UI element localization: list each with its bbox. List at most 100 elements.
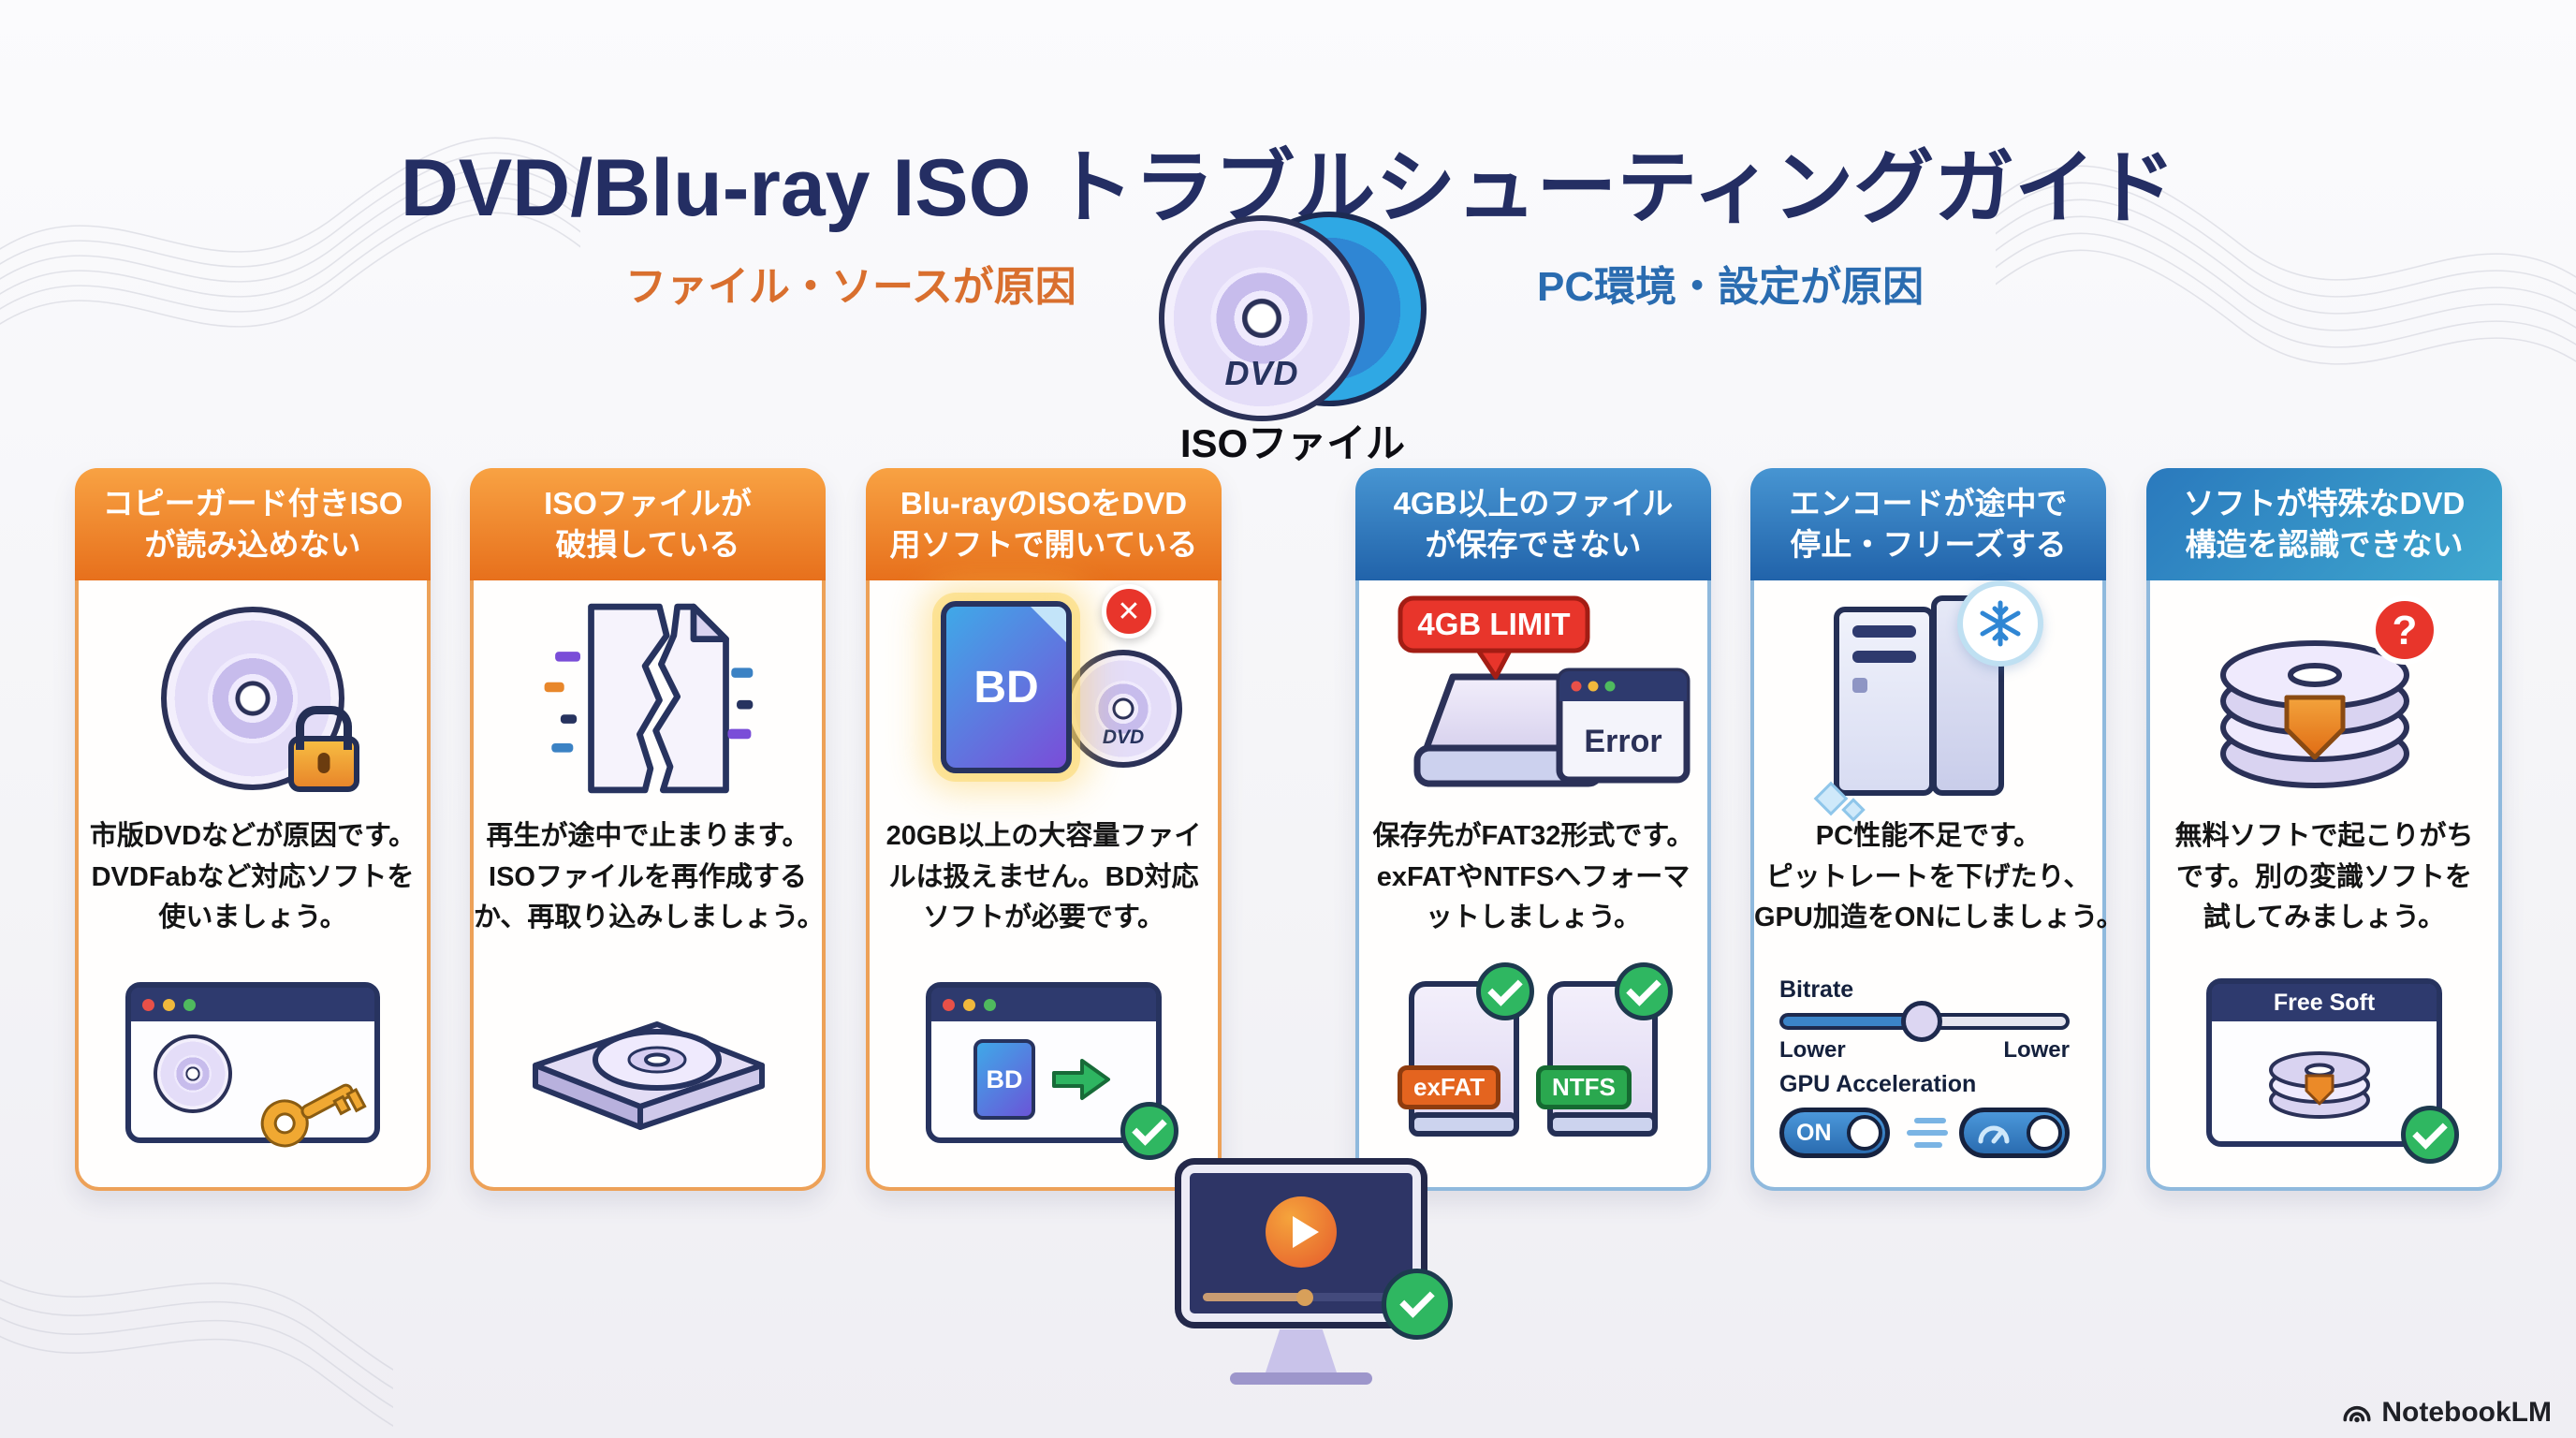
free-soft-title: Free Soft <box>2273 989 2376 1016</box>
drive-strip <box>1547 1112 1658 1137</box>
dvd-disc-label: DVD <box>1224 354 1299 392</box>
free-soft-window-icon: Free Soft <box>2150 939 2498 1188</box>
exfat-badge: exFAT <box>1398 1065 1501 1110</box>
4gb-limit-badge: 4GB LIMIT <box>1398 595 1590 680</box>
group-label-pc-env: PC環境・設定が原因 <box>1537 264 1925 310</box>
window-titlebar <box>131 988 374 1022</box>
error-x-icon: ✕ <box>1102 584 1156 638</box>
dvd-disc-icon: DVD <box>1064 650 1182 768</box>
broken-file-icon <box>544 603 754 794</box>
card-title: エンコードが途中で 停止・フリーズする <box>1750 468 2106 580</box>
page-title: DVD/Blu-ray ISO トラブルシューティングガイド <box>400 142 2176 233</box>
disc-stack-question-icon: ? <box>2150 580 2498 816</box>
mini-disc-stack-icon <box>2269 1051 2370 1120</box>
svg-text:Error: Error <box>1584 724 1661 759</box>
key-icon <box>260 1083 367 1148</box>
red-dot-icon <box>142 998 154 1011</box>
card-title: ソフトが特殊なDVD 構造を認識できない <box>2146 468 2502 580</box>
check-icon <box>1120 1102 1178 1161</box>
green-dot-icon <box>183 998 196 1011</box>
card-body-text: PC性能不足です。 ピットレートを下げたり、 GPU加造をONにしましょう。 <box>1754 821 2124 932</box>
encoder-settings-illustration: Bitrate Lower Lower GPU Acceleration ON <box>1754 939 2102 1188</box>
card-body-text: 無料ソフトで起こりがち です。別の変識ソフトを 試してみましょう。 <box>2174 821 2474 932</box>
drive-tray-icon <box>533 1021 765 1131</box>
4gb-limit-drive-error-icon: Error 4GB LIMIT <box>1359 580 1707 816</box>
video-progress-bar <box>1203 1288 1399 1306</box>
card-fat32-4gb-limit: 4GB以上のファイル が保存できない Error <box>1355 468 1711 1191</box>
notebooklm-logo-icon <box>2343 1405 2371 1423</box>
dvd-disc-icon: DVD <box>1159 215 1365 421</box>
dvd-disc-label: DVD <box>1102 726 1145 748</box>
check-icon <box>1476 962 1534 1021</box>
frozen-pc-icon <box>1754 580 2102 822</box>
card-encode-freeze: エンコードが途中で 停止・フリーズする <box>1750 468 2124 1191</box>
speed-lines-icon <box>1907 1111 1948 1154</box>
svg-text:?: ? <box>2393 608 2418 653</box>
card-corrupted-iso: ISOファイルが 破損している 再生が途中で止まります。 ISOファイルを再作成… <box>470 468 826 1191</box>
bd-file-label: BD <box>973 662 1039 712</box>
monitor-screen <box>1181 1165 1421 1322</box>
card-unrecognized-dvd-structure: ソフトが特殊なDVD 構造を認識できない ? 無料ソフトで起 <box>2146 468 2502 1191</box>
lower-left-label: Lower <box>1779 1037 1846 1064</box>
card-title: ISOファイルが 破損している <box>470 468 826 580</box>
bitrate-slider <box>1779 1001 2070 1043</box>
toggle-knob <box>1847 1115 1882 1152</box>
card-title: 4GB以上のファイル が保存できない <box>1355 468 1711 580</box>
video-player-monitor-icon <box>1181 1165 1453 1385</box>
ntfs-badge: NTFS <box>1536 1065 1632 1110</box>
gauge-icon <box>1978 1125 2010 1144</box>
app-window-icon <box>125 982 380 1148</box>
ntfs-drive-icon: NTFS <box>1536 962 1673 1137</box>
toggle-knob <box>2027 1115 2062 1152</box>
down-arrow-icon <box>2284 695 2346 760</box>
card-title: Blu-rayのISOをDVD 用ソフトで開いている <box>866 468 1222 580</box>
disc-icon <box>161 607 359 792</box>
green-arrow-icon <box>1052 1059 1110 1101</box>
window-titlebar: Free Soft <box>2212 984 2437 1022</box>
iso-discs-icon: DVD <box>1159 212 1427 421</box>
monitor-base <box>1230 1372 1372 1385</box>
card-body-text: 保存先がFAT32形式です。 exFATやNTFSへフォーマ ットしましょう。 <box>1372 821 1694 932</box>
check-icon <box>1615 962 1673 1021</box>
card-body-text: 再生が途中で止まります。 ISOファイルを再作成する か、再取り込みしましょう。 <box>474 821 825 932</box>
snowflake-icon <box>1957 580 2043 667</box>
disc-drive-tray-icon <box>474 939 822 1188</box>
window-titlebar <box>931 988 1156 1022</box>
exfat-ntfs-drives-icon: exFAT NTFS <box>1359 939 1707 1188</box>
app-window-icon: BD <box>926 982 1178 1161</box>
bd-compatible-window-icon: BD <box>870 939 1218 1188</box>
brand-name: NotebookLM <box>2381 1397 2552 1428</box>
error-dialog-icon: Error <box>1556 668 1690 784</box>
check-icon <box>2401 1106 2459 1165</box>
app-window-icon: Free Soft <box>2206 978 2459 1165</box>
pc-tower-icon <box>1834 607 1935 796</box>
svg-text:4GB LIMIT: 4GB LIMIT <box>1417 607 1570 641</box>
disc-icon <box>154 1034 232 1114</box>
bd-file-icon: BD <box>973 1039 1035 1121</box>
card-title: コピーガード付きISO が読み込めない <box>75 468 431 580</box>
yellow-dot-icon <box>963 998 975 1011</box>
question-badge: ? <box>2370 595 2439 665</box>
slider-knob <box>1900 1001 1942 1043</box>
gpu-acceleration-label: GPU Acceleration <box>1779 1071 1977 1098</box>
ripper-window-with-disc-and-key-icon <box>79 939 427 1188</box>
background-waves-bottom-left <box>0 1279 393 1427</box>
drive-strip <box>1409 1112 1519 1137</box>
card-bd-iso-in-dvd-software: Blu-rayのISOをDVD 用ソフトで開いている DVD BD ✕ 20GB… <box>866 468 1222 1191</box>
gpu-on-toggle: ON <box>1779 1108 1890 1159</box>
yellow-dot-icon <box>163 998 175 1011</box>
group-label-file-source: ファイル・ソースが原因 <box>625 264 1076 310</box>
play-button-icon <box>1266 1196 1337 1268</box>
speedometer-toggle <box>1959 1108 2070 1159</box>
bd-file-icon: BD <box>941 601 1072 773</box>
success-check-icon <box>1382 1269 1453 1340</box>
exfat-drive-icon: exFAT <box>1398 962 1534 1137</box>
monitor-stand <box>1266 1329 1337 1372</box>
lock-icon <box>288 736 359 792</box>
card-body-text: 市版DVDなどが原因です。 DVDFabなど対応ソフトを 使いましょう。 <box>89 821 417 932</box>
corrupted-file-icon <box>474 580 822 816</box>
card-copy-guard-iso: コピーガード付きISO が読み込めない 市版DVDなどが原因です。 DVDFab… <box>75 468 431 1191</box>
bd-file-rejected-icon: DVD BD ✕ <box>870 580 1218 816</box>
notebooklm-brand: NotebookLM <box>2341 1397 2552 1429</box>
bitrate-label: Bitrate <box>1779 976 1854 1004</box>
